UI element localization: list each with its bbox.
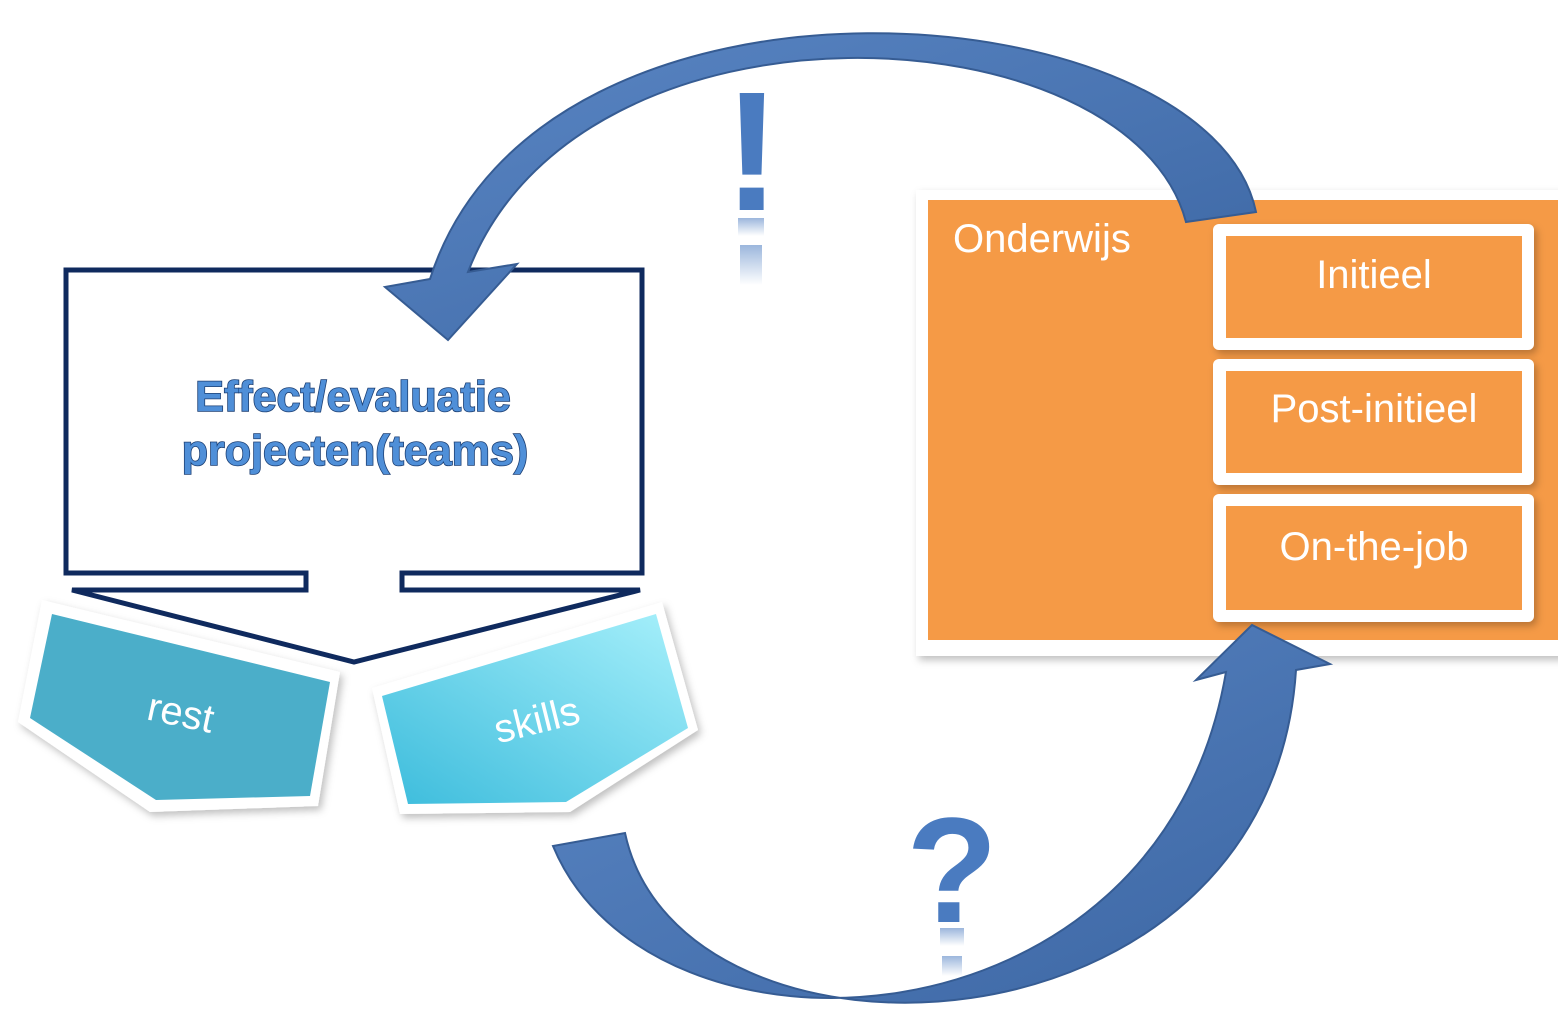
education-item-label: Post-initieel — [1271, 387, 1478, 431]
effect-box-line-1: Effect/evaluatie — [195, 373, 510, 421]
effect-box: Effect/evaluatie projecten(teams) — [63, 267, 645, 665]
top-curved-arrow — [382, 32, 1258, 342]
education-item-on-the-job: On-the-job — [1213, 494, 1534, 622]
education-item-post-initieel: Post-initieel — [1213, 359, 1534, 485]
education-item-initieel: Initieel — [1213, 224, 1534, 350]
tile-skills-shape — [382, 614, 688, 804]
bottom-curved-arrow — [551, 623, 1334, 1004]
education-item-label: Initieel — [1316, 253, 1432, 297]
education-box: Onderwijs Initieel Post-initieel On-the-… — [916, 190, 1558, 656]
bottom-arrow-shape — [551, 623, 1334, 1004]
education-item-label: On-the-job — [1280, 525, 1469, 569]
exclamation-mark: ! — [724, 57, 781, 285]
tile-rest: rest — [18, 600, 340, 812]
question-mark: ? — [906, 786, 998, 976]
education-box-title: Onderwijs — [953, 217, 1131, 261]
exclamation-icon: ! — [724, 57, 781, 247]
effect-box-line-2: projecten(teams) — [182, 427, 528, 475]
tile-rest-shape — [30, 614, 330, 800]
top-arrow-shape — [382, 32, 1258, 342]
effect-box-outline — [63, 267, 645, 665]
question-icon: ? — [906, 786, 998, 954]
tile-skills: skills — [372, 602, 698, 814]
